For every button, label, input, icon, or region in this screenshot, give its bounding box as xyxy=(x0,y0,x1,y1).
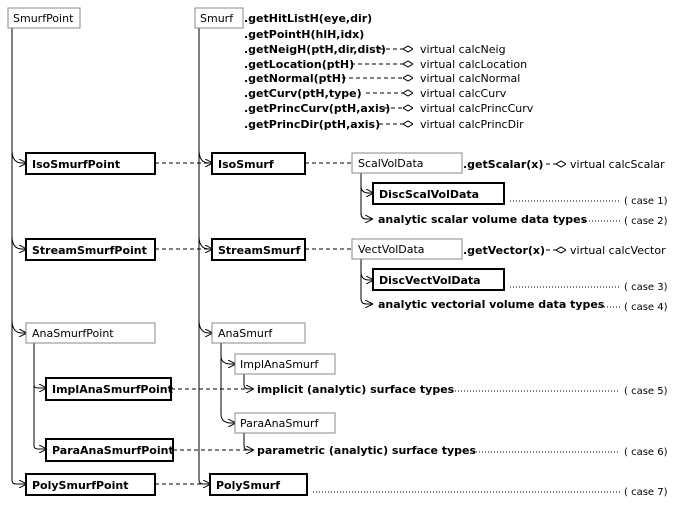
implanasmurf-box xyxy=(234,353,336,375)
smurf-inherit-poly xyxy=(198,28,210,484)
vectvoldata-box xyxy=(351,238,463,260)
case-4: ( case 4) xyxy=(624,302,668,313)
smurf-label: Smurf xyxy=(200,12,234,25)
discvectvoldata-label: DiscVectVolData xyxy=(379,274,481,287)
case-7: ( case 7) xyxy=(624,487,668,498)
case-2: ( case 2) xyxy=(624,216,668,227)
anasmurf-inherit-impl xyxy=(220,343,235,364)
smurfpoint-inherit-stream xyxy=(11,235,26,249)
isosmurf-label: IsoSmurf xyxy=(218,158,274,171)
isosmurf-box xyxy=(211,152,306,175)
analytic-scalar-label: analytic scalar volume data types xyxy=(378,213,588,226)
scalvoldata-label: ScalVolData xyxy=(358,157,424,170)
case-1: ( case 1) xyxy=(624,196,668,207)
parametric-types-label: parametric (analytic) surface types xyxy=(257,444,477,457)
smurf-box xyxy=(194,7,244,29)
polysmurf-label: PolySmurf xyxy=(216,479,280,492)
vectvoldata-label: VectVolData xyxy=(358,243,425,256)
method-getprincdir: .getPrincDir(ptH,axis) xyxy=(244,118,380,131)
smurf-inherit-ana xyxy=(198,319,212,333)
anasmurf-box xyxy=(211,322,306,344)
anasmurf-label: AnaSmurf xyxy=(218,327,273,340)
case-6: ( case 6) xyxy=(624,447,668,458)
smurf-inherit-stream xyxy=(198,235,212,249)
paraanasmurf-box xyxy=(234,412,336,434)
method-getlocation: .getLocation(ptH) xyxy=(244,58,354,71)
virtual-calcscalar: virtual calcScalar xyxy=(570,158,665,171)
discvectvoldata-box xyxy=(372,268,505,291)
anasmurf-inherit-para xyxy=(220,356,235,423)
scalvoldata-box xyxy=(351,152,463,174)
virtual-calcprincdir: virtual calcPrincDir xyxy=(420,118,524,131)
streamsmurf-box xyxy=(211,238,306,261)
isosmurfpoint-box xyxy=(25,152,156,175)
streamsmurfpoint-label: StreamSmurfPoint xyxy=(32,244,147,257)
virtual-calcneig: virtual calcNeig xyxy=(420,43,506,56)
smurfpoint-label: SmurfPoint xyxy=(13,12,74,25)
discscalvoldata-box xyxy=(372,182,505,205)
streamsmurf-label: StreamSmurf xyxy=(218,244,301,257)
para-to-types xyxy=(243,433,253,450)
method-getcurv: .getCurv(ptH,type) xyxy=(244,87,362,100)
anasmurfpoint-box xyxy=(25,322,156,344)
discscalvoldata-label: DiscScalVolData xyxy=(379,188,479,201)
paraanasmurf-label: ParaAnaSmurf xyxy=(240,417,320,430)
anapoint-inherit-para xyxy=(33,385,46,449)
implanasmurf-label: ImplAnaSmurf xyxy=(240,358,319,371)
virtual-calcprinccurv: virtual calcPrincCurv xyxy=(420,102,534,115)
method-getscalar: .getScalar(x) xyxy=(463,158,543,171)
virtual-calcnormal: virtual calcNormal xyxy=(420,72,520,85)
impl-to-types xyxy=(243,374,253,389)
isosmurfpoint-label: IsoSmurfPoint xyxy=(32,158,120,171)
method-getvector: .getVector(x) xyxy=(463,244,545,257)
streamsmurfpoint-box xyxy=(25,238,156,261)
vect-inherit-disc xyxy=(360,259,373,280)
smurfpoint-inherit-ana xyxy=(11,319,26,333)
vect-inherit-analytic xyxy=(360,272,372,304)
smurfpoint-inherit-iso xyxy=(11,149,26,163)
implicit-types-label: implicit (analytic) surface types xyxy=(257,383,455,396)
smurfpoint-box xyxy=(7,7,81,29)
virtual-calclocation: virtual calcLocation xyxy=(420,58,527,71)
virtual-calcvector: virtual calcVector xyxy=(570,244,666,257)
case-5: ( case 5) xyxy=(624,386,668,397)
polysmurf-box xyxy=(209,473,308,496)
scal-inherit-analytic xyxy=(360,186,372,219)
smurf-inherit-iso xyxy=(198,149,212,163)
anapoint-inherit-impl xyxy=(33,343,46,388)
virtual-calccurv: virtual calcCurv xyxy=(420,87,507,100)
case-3: ( case 3) xyxy=(624,282,668,293)
method-getneigh: .getNeigH(ptH,dir,dist) xyxy=(244,43,386,56)
polysmurfpoint-label: PolySmurfPoint xyxy=(32,479,128,492)
method-gethitlisth: .getHitListH(eye,dir) xyxy=(244,12,372,25)
method-getprinccurv: .getPrincCurv(ptH,axis) xyxy=(244,102,390,115)
implanasmurfpoint-label: ImplAnaSmurfPoint xyxy=(52,383,173,396)
anasmurfpoint-label: AnaSmurfPoint xyxy=(32,327,114,340)
method-getpointh: .getPointH(hlH,idx) xyxy=(244,28,364,41)
paraanasmurfpoint-box xyxy=(45,438,174,462)
scal-inherit-disc xyxy=(360,173,373,193)
smurfpoint-inherit-poly xyxy=(11,28,26,484)
implanasmurfpoint-box xyxy=(45,377,172,401)
polysmurfpoint-box xyxy=(25,473,156,496)
analytic-vector-label: analytic vectorial volume data types xyxy=(378,298,605,311)
method-getnormal: .getNormal(ptH) xyxy=(244,72,346,85)
paraanasmurfpoint-label: ParaAnaSmurfPoint xyxy=(52,444,174,457)
